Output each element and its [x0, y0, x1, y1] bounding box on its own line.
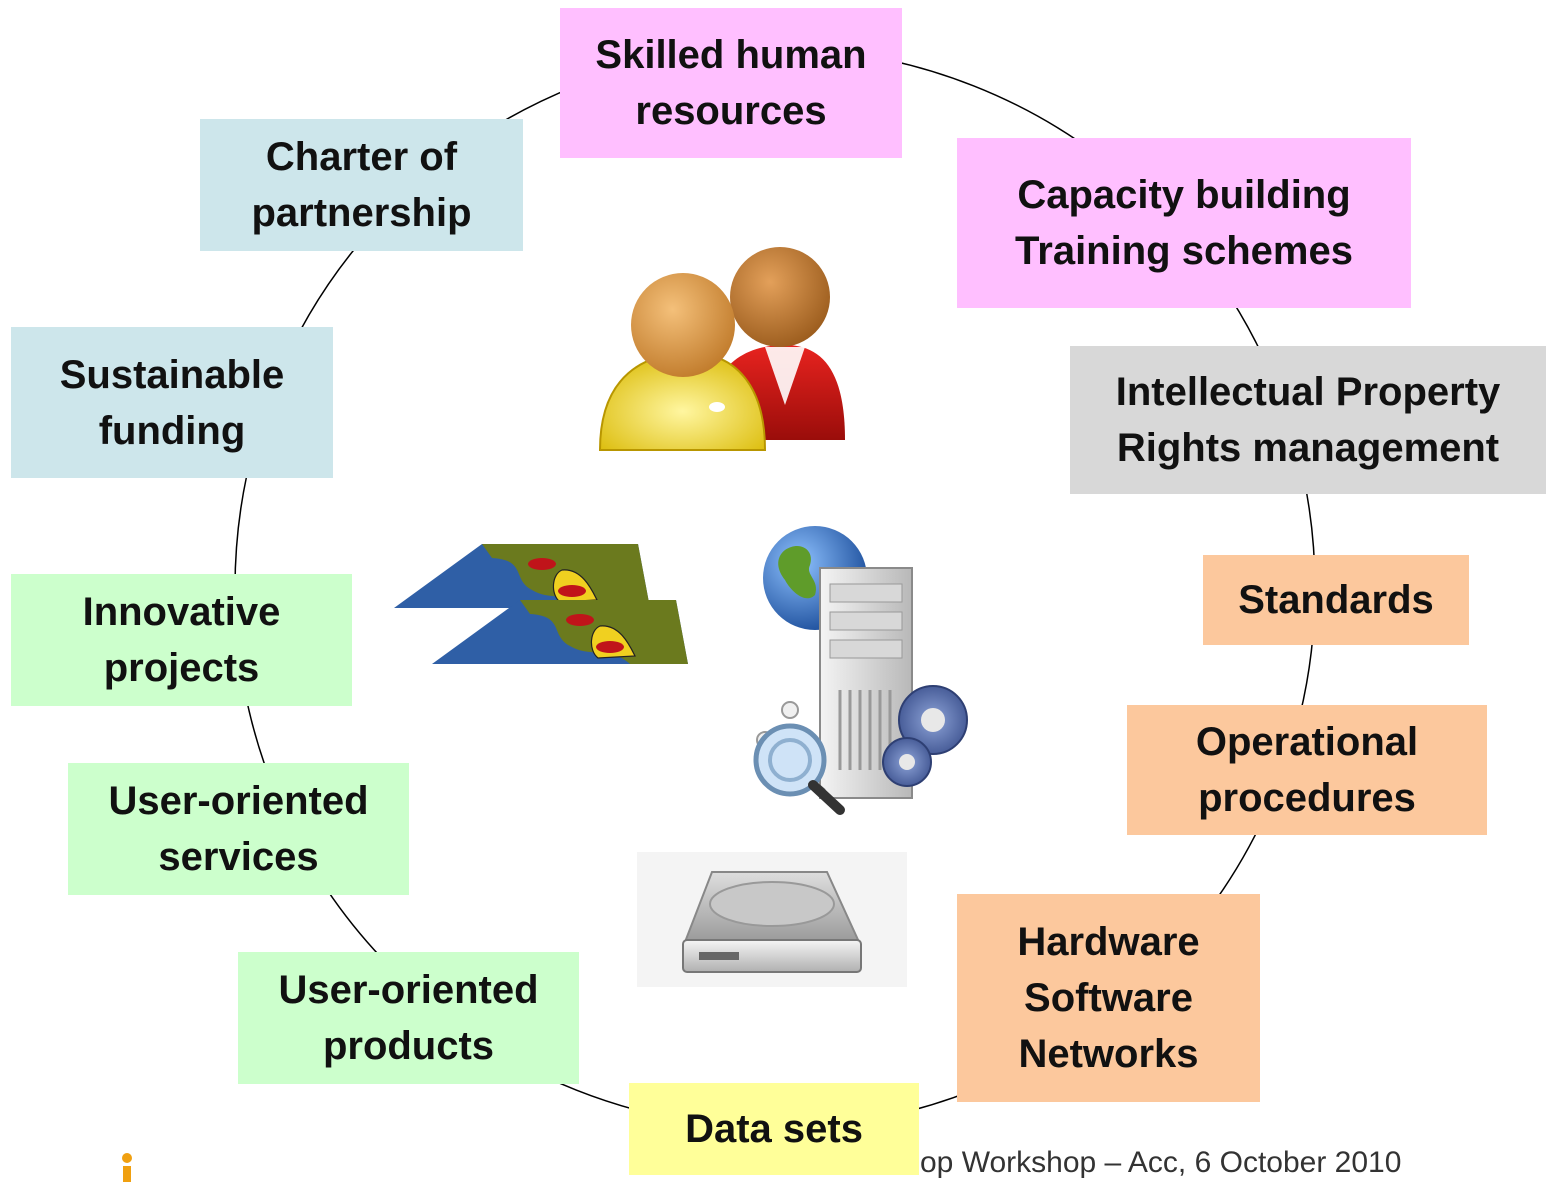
box-line: resources	[635, 89, 827, 133]
user-oriented-services-box: User-oriented services	[68, 763, 409, 895]
box-line: partnership	[251, 191, 472, 235]
box-line: Training schemes	[1015, 229, 1353, 273]
box-line: products	[322, 1024, 495, 1068]
box-line: Innovative	[82, 590, 281, 634]
box-line: Standards	[1238, 578, 1434, 622]
box-line: services	[158, 835, 319, 879]
map-layers-icon	[394, 544, 688, 664]
box-line: Rights management	[1116, 426, 1500, 470]
server-globe-icon	[753, 526, 968, 815]
box-line: Charter of	[265, 135, 458, 179]
box-line: User-oriented	[278, 968, 539, 1012]
box-line: Sustainable	[59, 352, 285, 397]
sustainable-funding-box: Sustainable funding	[11, 327, 333, 478]
innovative-projects-box: Innovative projects	[11, 574, 352, 706]
box-line: Hardware	[1017, 920, 1200, 964]
box-line: procedures	[1198, 776, 1416, 820]
ipr-management-box: Intellectual Property Rights management	[1070, 346, 1546, 494]
user-oriented-products-box: User-oriented products	[238, 952, 579, 1084]
box-line: Capacity building	[1017, 173, 1351, 217]
box-line: Operational	[1195, 720, 1419, 764]
charter-of-partnership-box: Charter of partnership	[200, 119, 523, 251]
standards-box: Standards	[1203, 555, 1469, 645]
box-line: Intellectual Property	[1115, 370, 1501, 414]
box-line: funding	[98, 408, 246, 453]
data-sets-box: Data sets	[629, 1083, 919, 1175]
logo-mark	[120, 1152, 134, 1182]
operational-procedures-box: Operational procedures	[1127, 705, 1487, 835]
footer-text: op Workshop – Acc, 6 October 2010	[920, 1146, 1402, 1179]
box-line: Networks	[1018, 1032, 1199, 1076]
hard-drive-icon	[637, 852, 907, 987]
people-icon	[598, 247, 845, 451]
box-line: Software	[1024, 976, 1193, 1020]
skilled-human-resources-box: Skilled human resources	[560, 8, 902, 158]
box-line: User-oriented	[108, 779, 369, 823]
box-line: Data sets	[685, 1107, 863, 1151]
box-line: Skilled human	[595, 33, 867, 77]
hardware-software-networks-box: Hardware Software Networks	[957, 894, 1260, 1102]
capacity-building-box: Capacity building Training schemes	[957, 138, 1411, 308]
box-line: projects	[103, 646, 260, 690]
